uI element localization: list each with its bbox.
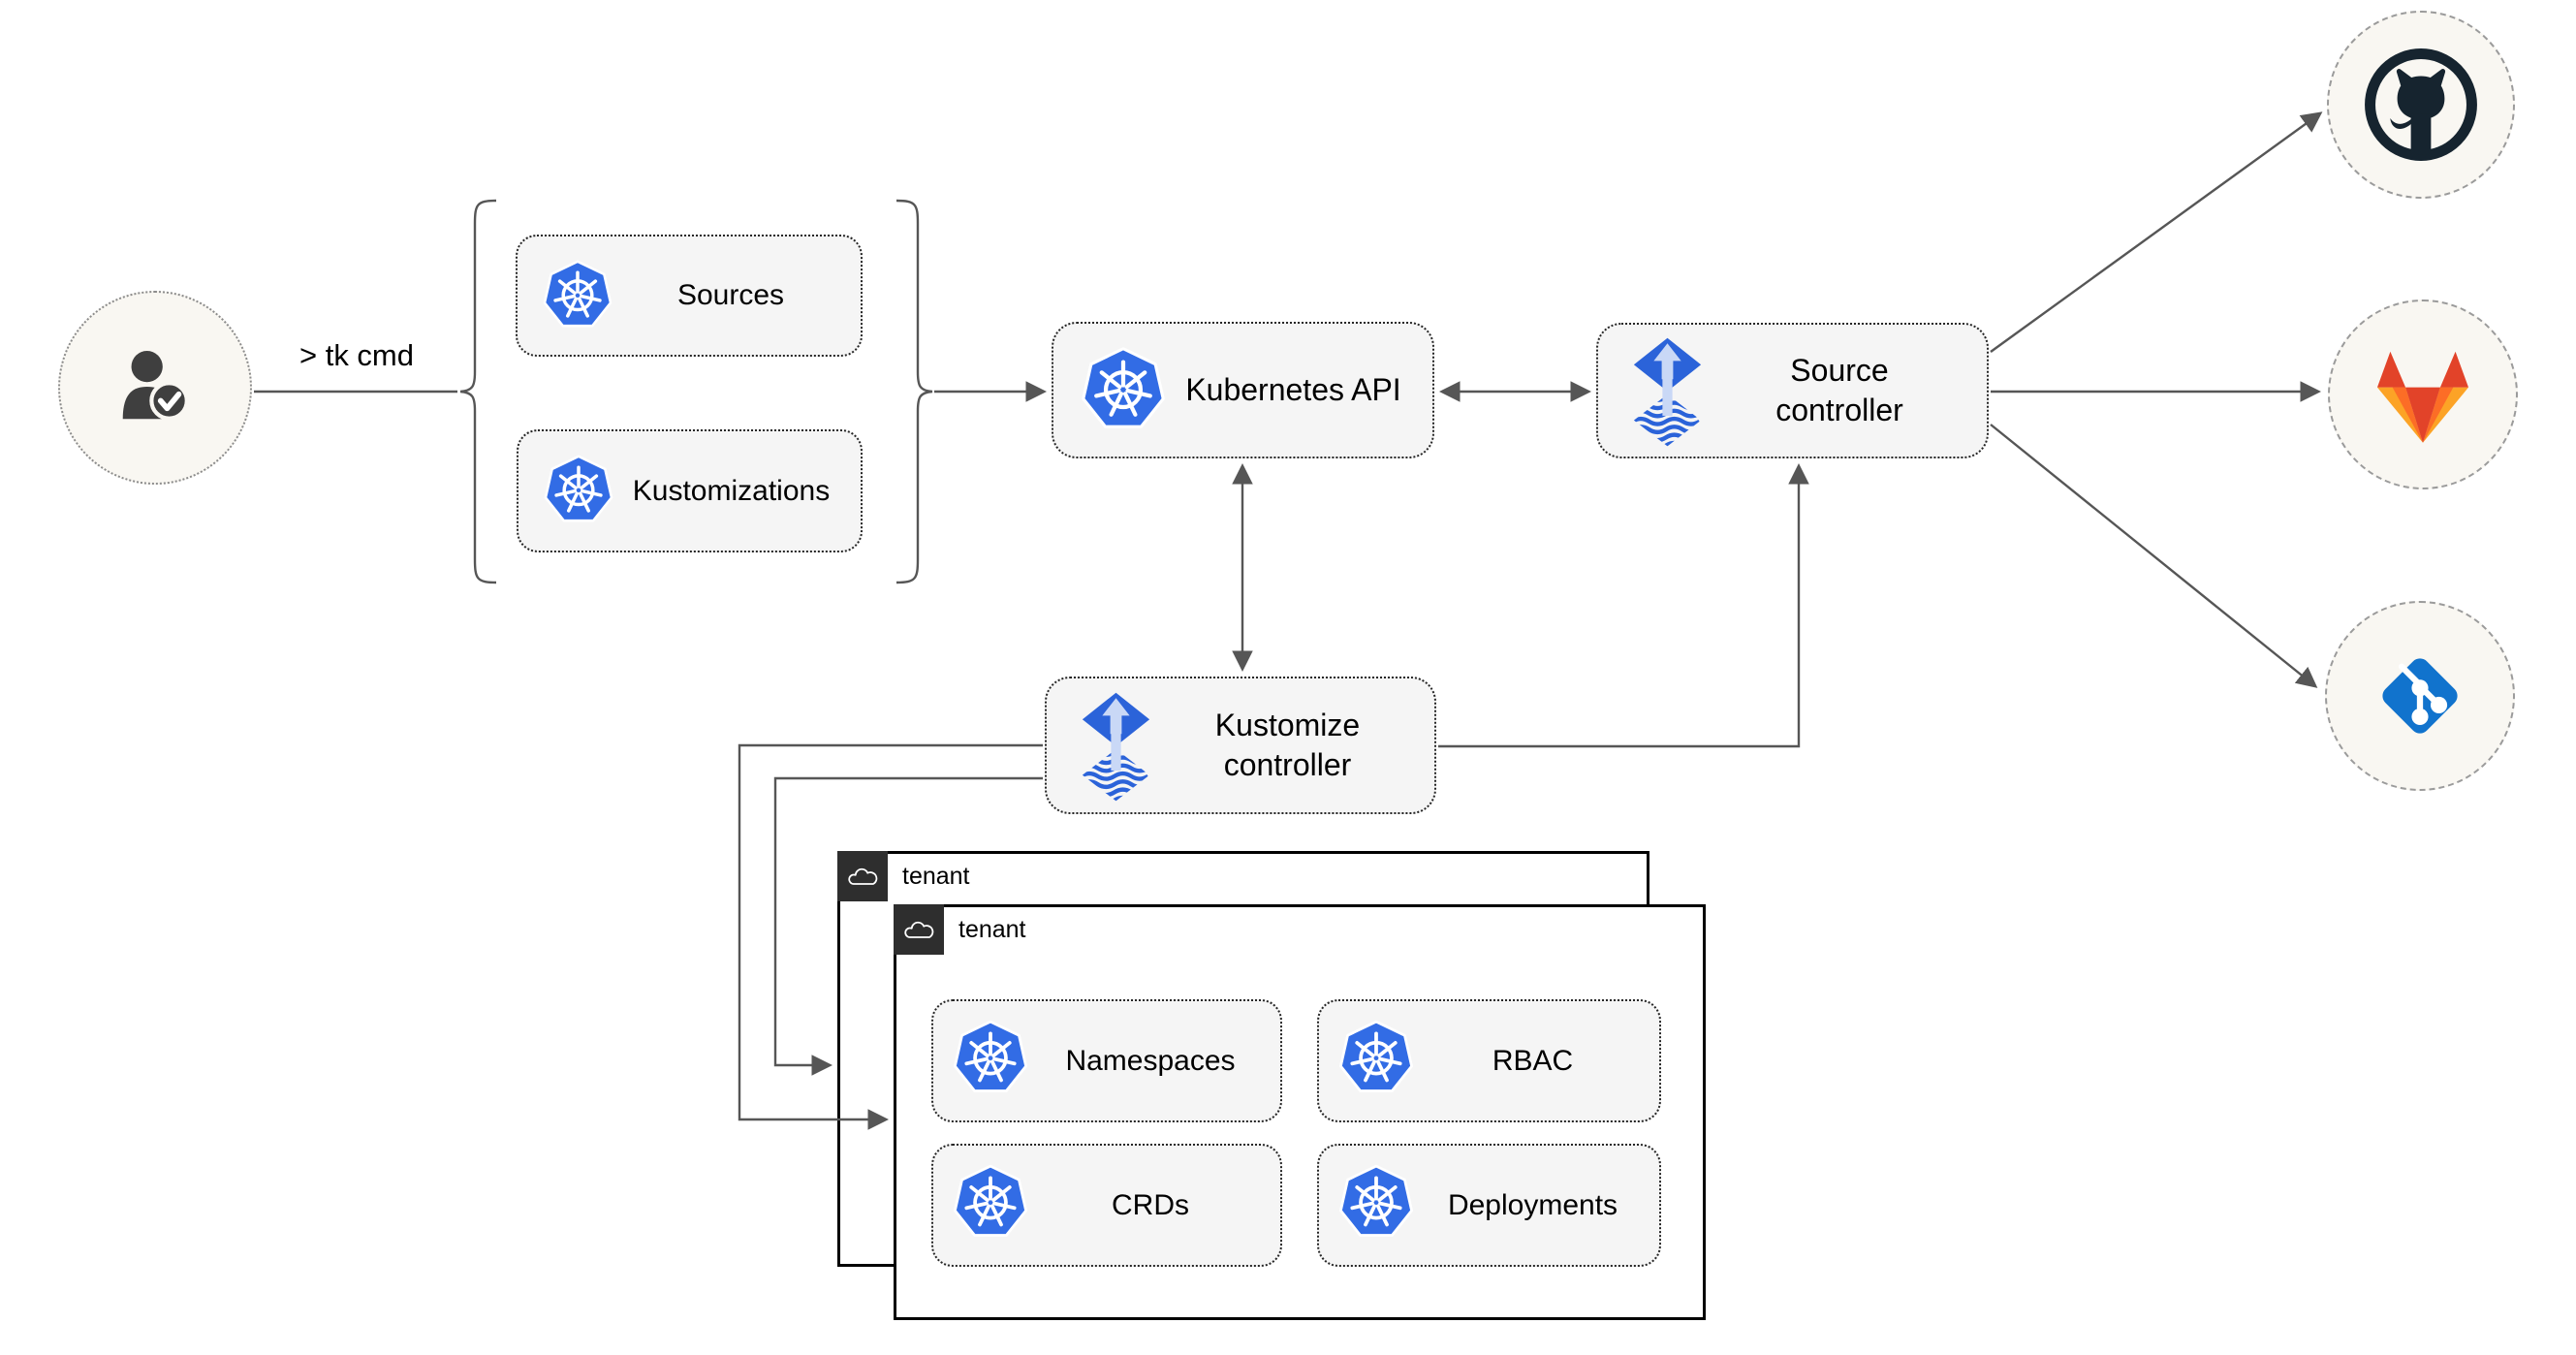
node-label: Kustomize controller xyxy=(1214,708,1361,782)
kubernetes-icon xyxy=(1079,344,1168,437)
node-label: CRDs xyxy=(1112,1188,1189,1221)
node-kubernetes-api: Kubernetes API xyxy=(1052,322,1434,458)
tk-cmd-label: > tk cmd xyxy=(298,338,414,372)
github-provider-circle xyxy=(2327,11,2515,199)
tenant-label: tenant xyxy=(958,915,1026,943)
kubernetes-icon xyxy=(1336,1162,1416,1249)
kubernetes-icon xyxy=(542,453,615,529)
cloud-icon xyxy=(845,865,880,889)
node-deployments: Deployments xyxy=(1317,1144,1661,1267)
gitlab-provider-circle xyxy=(2328,299,2518,489)
node-label: Kubernetes API xyxy=(1185,372,1401,407)
left-brace xyxy=(459,199,497,584)
tenant-tab xyxy=(894,904,944,955)
node-label: Deployments xyxy=(1447,1188,1618,1221)
person-check-icon xyxy=(105,337,205,438)
node-kustomizations: Kustomizations xyxy=(517,429,863,552)
edge-source-to-github xyxy=(1990,111,2323,353)
user-circle xyxy=(58,291,252,485)
node-rbac: RBAC xyxy=(1317,999,1661,1122)
node-label: Sources xyxy=(676,279,785,311)
kubernetes-icon xyxy=(951,1162,1030,1249)
node-sources: Sources xyxy=(516,235,863,357)
cloud-icon xyxy=(901,918,936,942)
node-label: RBAC xyxy=(1492,1044,1574,1077)
gitlab-icon xyxy=(2369,345,2477,445)
node-kustomize-controller: Kustomize controller xyxy=(1045,677,1436,814)
node-label: Source controller xyxy=(1775,353,1903,427)
git-provider-circle xyxy=(2325,601,2515,791)
right-brace xyxy=(895,199,933,584)
node-label: Namespaces xyxy=(1065,1044,1236,1077)
edge-source-to-git xyxy=(1990,424,2318,688)
flux-icon xyxy=(1629,333,1706,448)
node-namespaces: Namespaces xyxy=(931,999,1282,1122)
tenant-tab xyxy=(837,851,888,901)
git-icon xyxy=(2359,635,2481,757)
tenant-label: tenant xyxy=(902,862,970,890)
node-label: Kustomizations xyxy=(632,474,831,507)
kubernetes-icon xyxy=(951,1018,1030,1105)
kubernetes-icon xyxy=(541,258,614,334)
node-source-controller: Source controller xyxy=(1596,323,1989,458)
tenant-box-front: tenant Namespaces RBAC CRDs Deployments xyxy=(894,904,1706,1320)
flux-icon xyxy=(1078,688,1154,803)
node-crds: CRDs xyxy=(931,1144,1282,1267)
edge-kustomize-to-source-controller xyxy=(1438,462,1809,748)
github-icon xyxy=(2362,46,2480,164)
kubernetes-icon xyxy=(1336,1018,1416,1105)
